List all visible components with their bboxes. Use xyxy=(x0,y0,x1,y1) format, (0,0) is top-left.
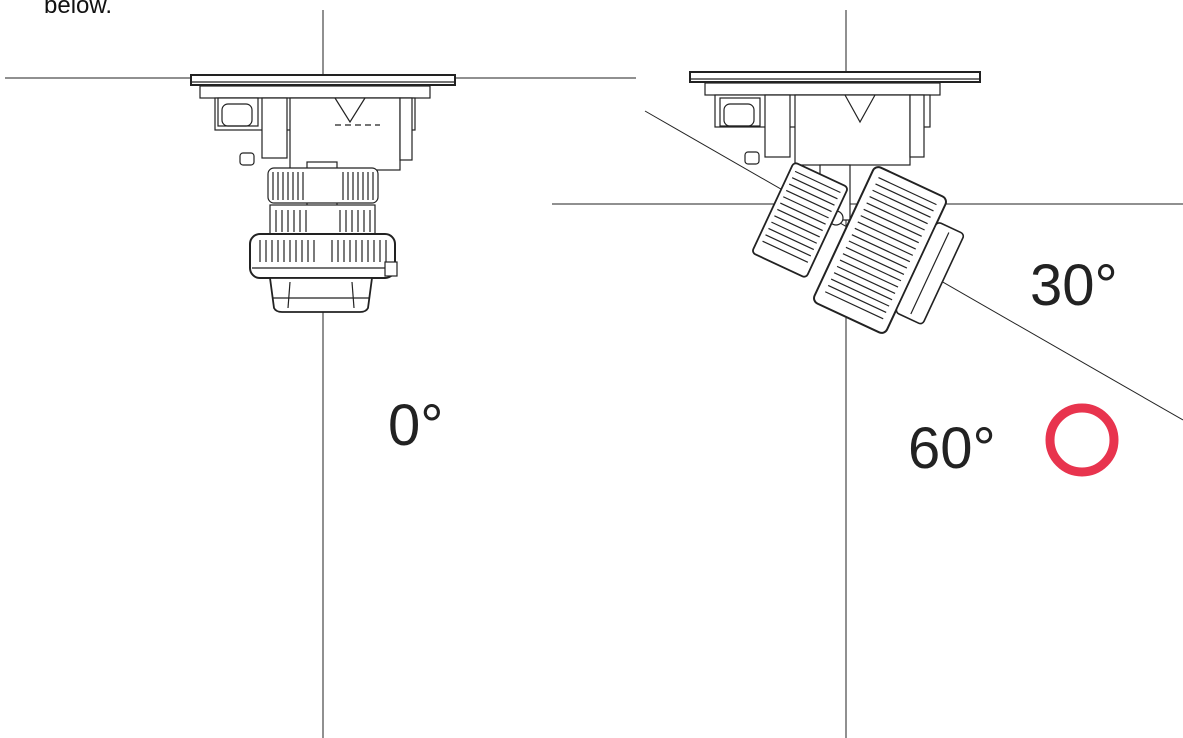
angle-label-30: 30° xyxy=(1030,253,1118,318)
tilted-heatsink-fins-rear xyxy=(762,170,841,263)
downlight-fixture-tilted xyxy=(689,71,981,334)
heatsink-fins-upper xyxy=(272,172,374,200)
tilted-heatsink-fins-front xyxy=(824,177,937,320)
heatsink-fins-lower xyxy=(259,240,387,262)
heatsink-fins-middle xyxy=(275,210,371,232)
angle-label-0: 0° xyxy=(388,393,443,458)
angle-label-60: 60° xyxy=(908,416,996,481)
downlight-fixture-0deg xyxy=(190,74,456,313)
circle-ok-icon xyxy=(1045,403,1119,477)
top-caption: below. xyxy=(44,0,113,19)
